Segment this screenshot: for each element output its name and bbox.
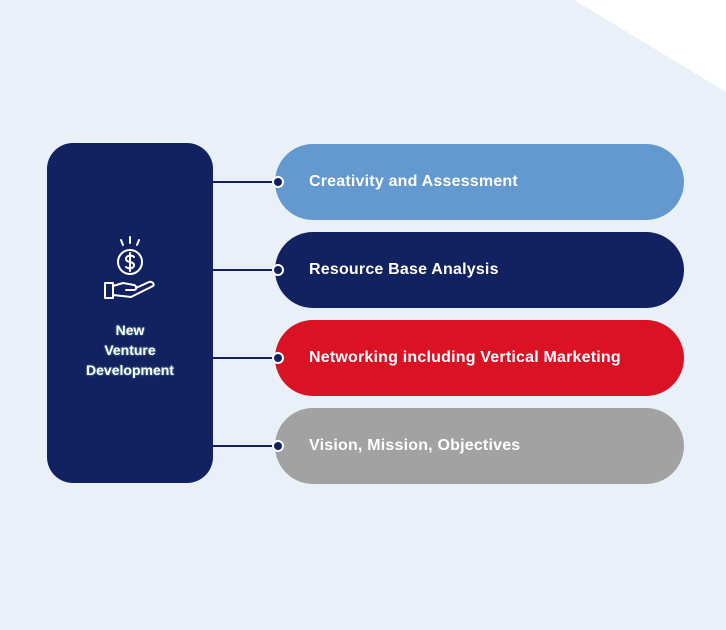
connector-dot <box>272 264 284 276</box>
connector-line <box>213 357 279 359</box>
branch-item: Resource Base Analysis <box>275 232 684 308</box>
branch-item-label: Creativity and Assessment <box>309 173 518 190</box>
connector-line <box>213 269 279 271</box>
connector-dot <box>272 440 284 452</box>
connector-line <box>213 445 279 447</box>
branch-item: Networking including Vertical Marketing <box>275 320 684 396</box>
connector-dot <box>272 176 284 188</box>
connector-line <box>213 181 279 183</box>
background-corner-shape <box>574 0 726 92</box>
branch-item-label: Resource Base Analysis <box>309 261 499 278</box>
branch-item: Vision, Mission, Objectives <box>275 408 684 484</box>
branch-item-label: Vision, Mission, Objectives <box>309 437 521 454</box>
branch-item: Creativity and Assessment <box>275 144 684 220</box>
hub-box: New Venture Development <box>47 143 213 483</box>
money-hand-icon <box>104 236 155 299</box>
branch-item-label: Networking including Vertical Marketing <box>309 349 621 366</box>
connector-dot <box>272 352 284 364</box>
hub-title: New Venture Development <box>86 322 174 378</box>
